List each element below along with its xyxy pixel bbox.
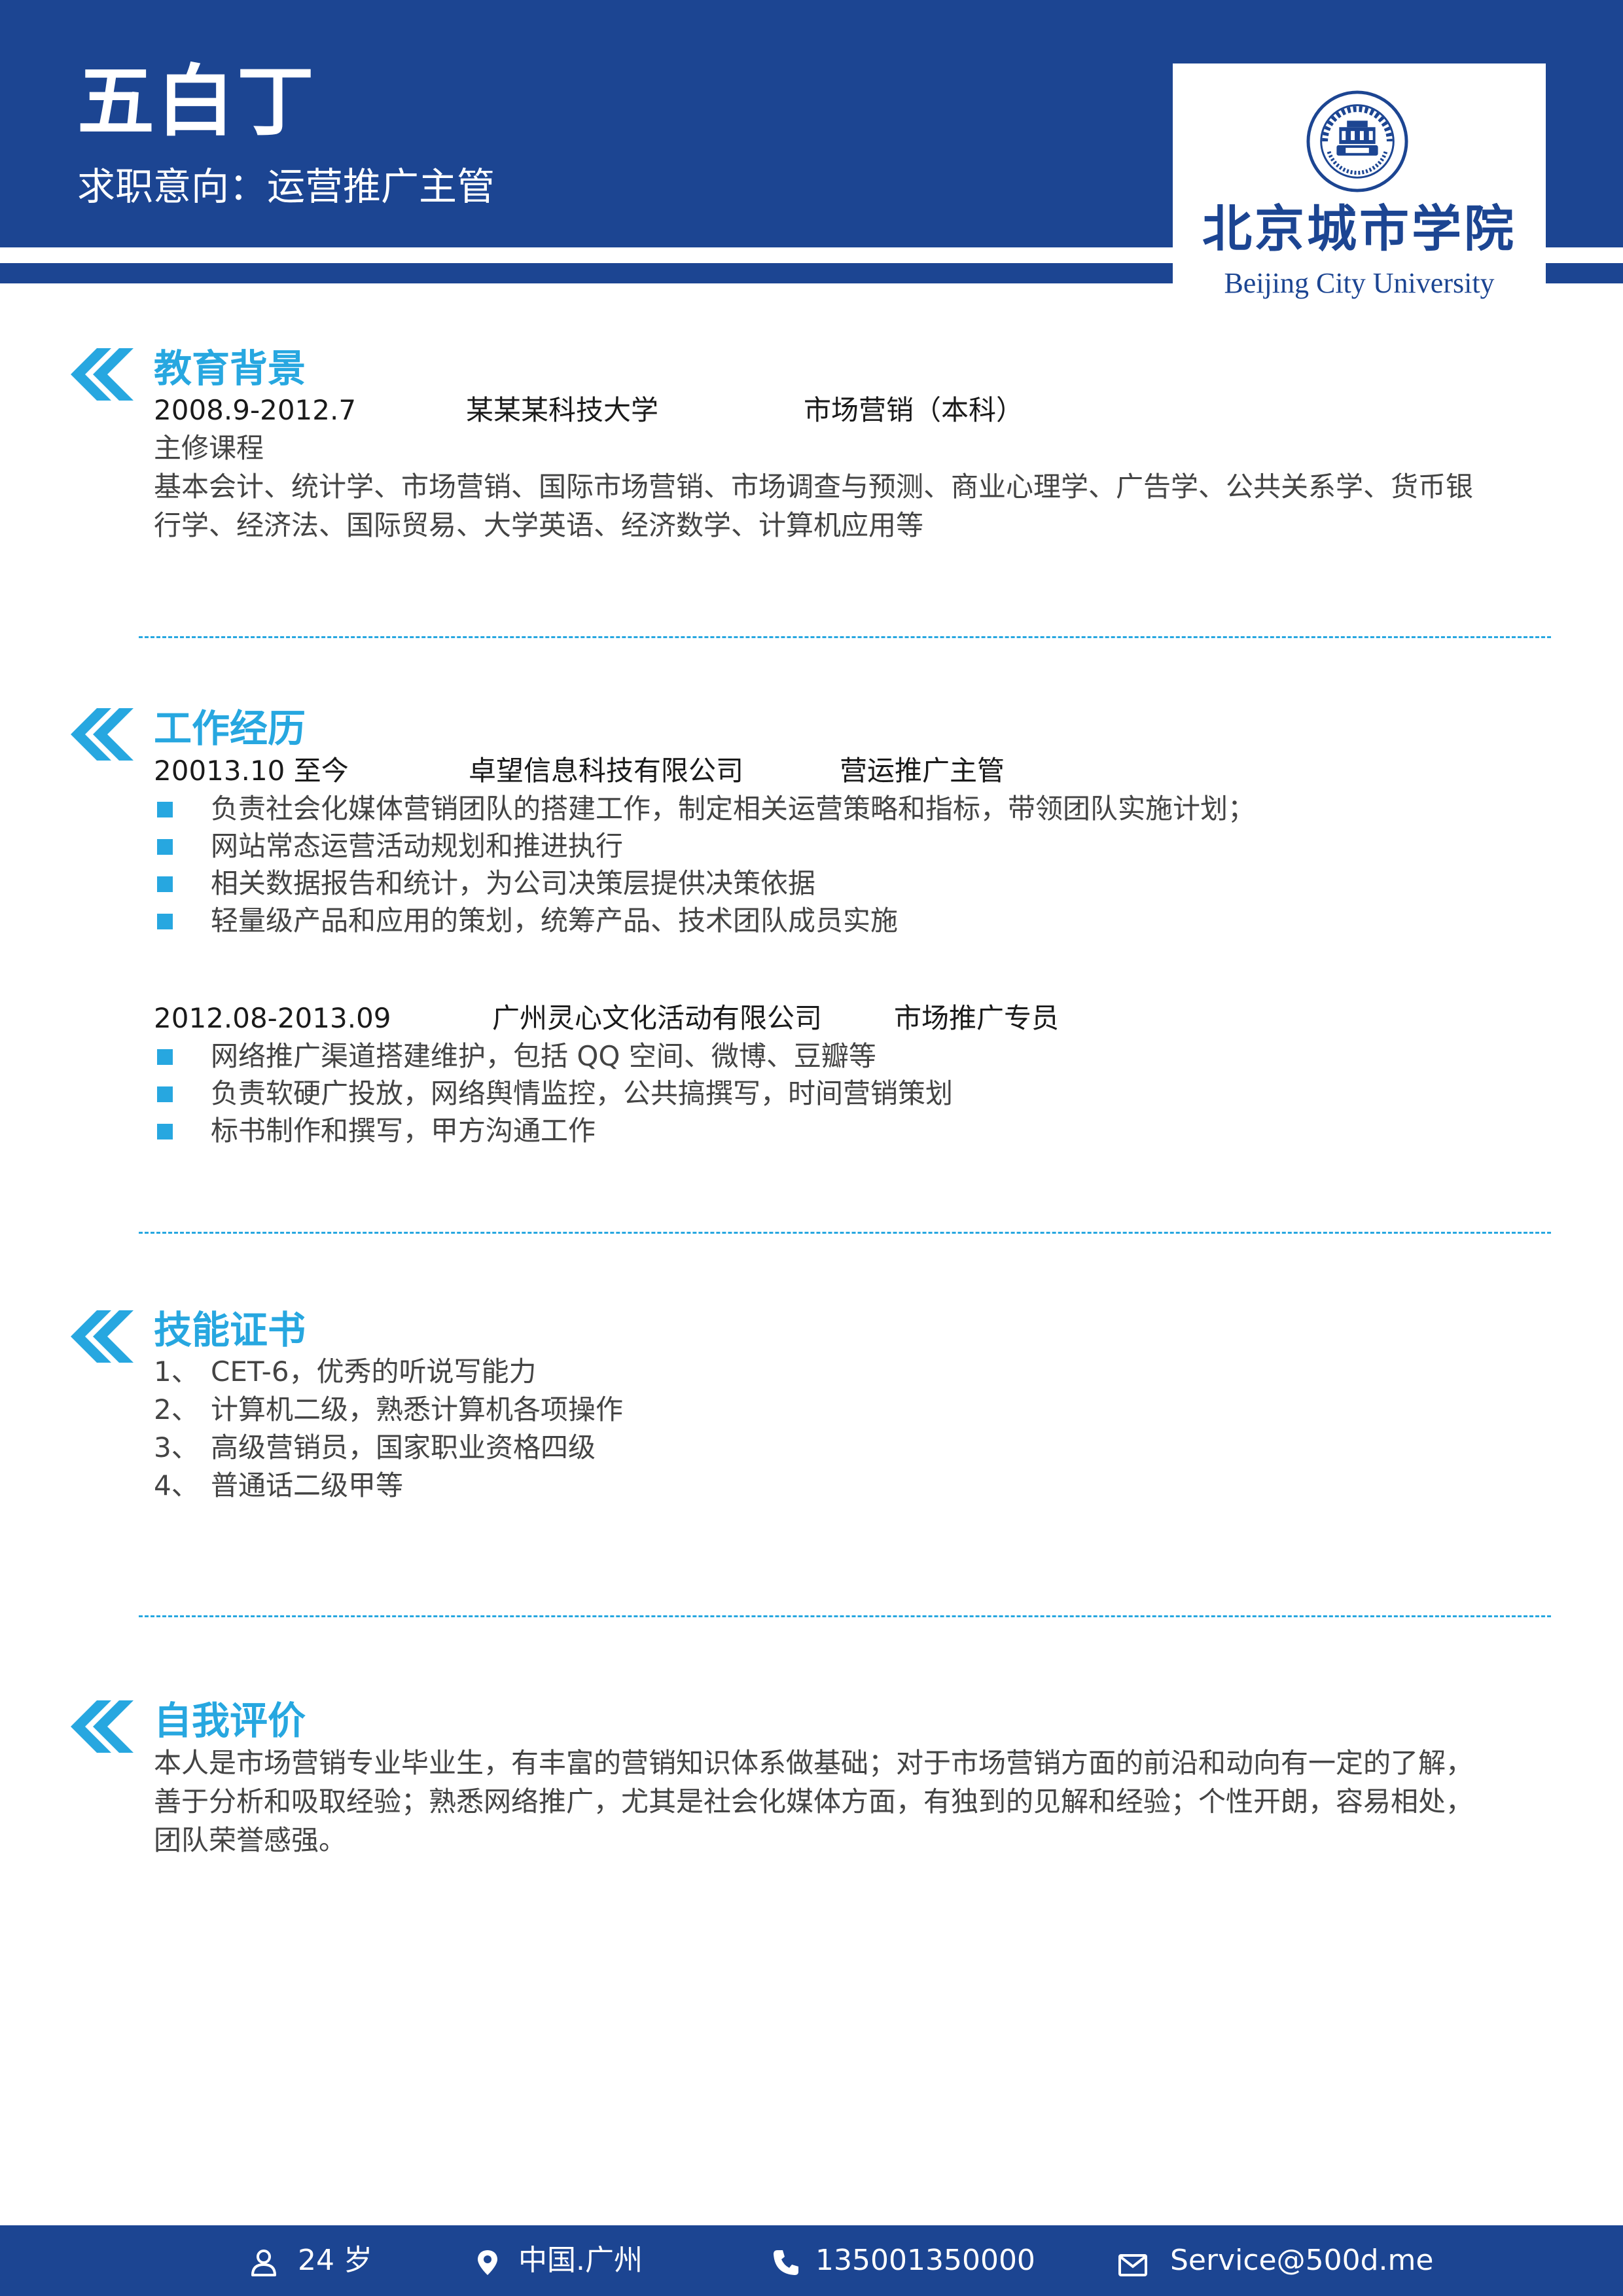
university-seal-icon xyxy=(1306,90,1408,192)
bullet-square-icon xyxy=(157,876,173,892)
job-position: 营运推广主管 xyxy=(840,755,1005,787)
job-duty: 相关数据报告和统计，为公司决策层提供决策依据 xyxy=(211,867,816,899)
user-icon xyxy=(251,2250,276,2276)
mail-icon xyxy=(1118,2254,1147,2276)
section-divider xyxy=(139,636,1551,638)
section-divider xyxy=(139,1615,1551,1617)
courses-line: 基本会计、统计学、市场营销、国际市场营销、市场调查与预测、商业心理学、广告学、公… xyxy=(154,471,1474,503)
section-title-work: 工作经历 xyxy=(154,706,306,751)
bullet-square-icon xyxy=(157,914,173,929)
job-duty: 轻量级产品和应用的策划，统筹产品、技术团队成员实施 xyxy=(211,905,899,937)
section-divider xyxy=(139,1232,1551,1234)
job-company: 广州灵心文化活动有限公司 xyxy=(492,1002,823,1034)
job-duty: 负责社会化媒体营销团队的搭建工作，制定相关运营策略和指标，带领团队实施计划； xyxy=(211,793,1256,825)
bullet-square-icon xyxy=(157,839,173,855)
footer-email: Service@500d.me xyxy=(1170,2244,1434,2277)
footer-location: 中国.广州 xyxy=(518,2244,643,2277)
logo-english-name: Beijing City University xyxy=(1224,267,1495,299)
courses-line: 行学、经济法、国际贸易、大学英语、经济数学、计算机应用等 xyxy=(154,509,924,541)
skill-number: 2、 xyxy=(154,1393,199,1426)
chevron-left-icon xyxy=(71,1700,134,1753)
skill-number: 1、 xyxy=(154,1355,199,1388)
job-period: 2012.08-2013.09 xyxy=(154,1002,391,1034)
bullet-square-icon xyxy=(157,802,173,817)
job-position: 市场推广专员 xyxy=(894,1002,1060,1034)
location-pin-icon xyxy=(478,2250,497,2275)
skill-number: 4、 xyxy=(154,1469,199,1501)
job-duty: 网络推广渠道搭建维护，包括 QQ 空间、微博、豆瓣等 xyxy=(211,1040,876,1072)
chevron-left-icon xyxy=(71,1310,134,1363)
footer-phone: 135001350000 xyxy=(815,2244,1035,2277)
education-period: 2008.9-2012.7 xyxy=(154,394,357,426)
bullet-square-icon xyxy=(157,1049,173,1065)
education-school: 某某某科技大学 xyxy=(466,394,659,426)
education-major: 市场营销（本科） xyxy=(804,394,1024,426)
chevron-left-icon xyxy=(71,348,134,401)
job-duty: 负责软硬广投放，网络舆情监控，公共搞撰写，时间营销策划 xyxy=(211,1077,954,1109)
chevron-left-icon xyxy=(71,708,134,761)
skill-item: 高级营销员，国家职业资格四级 xyxy=(211,1431,596,1463)
job-duty: 标书制作和撰写，甲方沟通工作 xyxy=(211,1115,596,1147)
skill-item: 计算机二级，熟悉计算机各项操作 xyxy=(211,1393,624,1426)
bullet-square-icon xyxy=(157,1124,173,1139)
self-eval-line: 团队荣誉感强。 xyxy=(154,1824,347,1856)
phone-icon xyxy=(774,2250,798,2275)
logo-chinese-name: 北京城市学院 xyxy=(1202,200,1516,258)
university-logo: 北京城市学院 Beijing City University xyxy=(1173,63,1546,304)
job-period: 20013.10 至今 xyxy=(154,755,349,787)
section-title-education: 教育背景 xyxy=(154,346,306,391)
job-intent: 求职意向：运营推广主管 xyxy=(77,164,495,209)
section-title-skills: 技能证书 xyxy=(154,1308,306,1352)
skill-item: CET-6，优秀的听说写能力 xyxy=(211,1355,537,1388)
job-company: 卓望信息科技有限公司 xyxy=(469,755,744,787)
courses-label: 主修课程 xyxy=(154,432,264,464)
section-title-self: 自我评价 xyxy=(154,1698,306,1743)
contact-footer: 24 岁 中国.广州 135001350000 Service@500d.me xyxy=(0,2225,1623,2296)
skill-item: 普通话二级甲等 xyxy=(211,1469,404,1501)
self-eval-line: 本人是市场营销专业毕业生，有丰富的营销知识体系做基础；对于市场营销方面的前沿和动… xyxy=(154,1747,1474,1779)
bullet-square-icon xyxy=(157,1086,173,1102)
job-duty: 网站常态运营活动规划和推进执行 xyxy=(211,830,624,862)
skill-number: 3、 xyxy=(154,1431,199,1463)
footer-age: 24 岁 xyxy=(298,2244,372,2277)
self-eval-line: 善于分析和吸取经验；熟悉网络推广，尤其是社会化媒体方面，有独到的见解和经验；个性… xyxy=(154,1785,1474,1818)
candidate-name: 五白丁 xyxy=(77,56,317,147)
